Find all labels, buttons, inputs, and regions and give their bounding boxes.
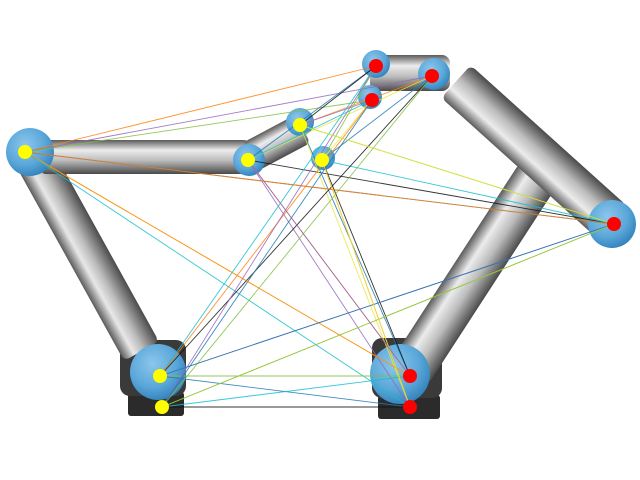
match-line bbox=[159, 223, 615, 377]
keypoints bbox=[18, 59, 621, 414]
match-line bbox=[247, 65, 377, 161]
robot-arm-left bbox=[6, 108, 335, 416]
match-line bbox=[321, 159, 411, 408]
match-line bbox=[159, 65, 377, 377]
match-line bbox=[299, 65, 377, 126]
left-keypoint bbox=[241, 153, 255, 167]
left-upper-link bbox=[40, 140, 250, 174]
match-line bbox=[161, 75, 433, 408]
left-keypoint bbox=[153, 369, 167, 383]
match-line bbox=[24, 65, 377, 153]
match-line bbox=[247, 159, 411, 377]
right-base-cap bbox=[370, 344, 430, 404]
match-line bbox=[321, 99, 373, 161]
match-line bbox=[321, 159, 615, 225]
right-keypoint bbox=[403, 400, 417, 414]
match-line bbox=[161, 375, 411, 408]
keypoint-match-lines bbox=[24, 65, 615, 408]
match-line bbox=[247, 159, 615, 225]
left-keypoint bbox=[315, 153, 329, 167]
left-keypoint bbox=[293, 118, 307, 132]
match-line bbox=[161, 99, 373, 408]
left-keypoint bbox=[155, 400, 169, 414]
left-lower-link bbox=[19, 151, 157, 359]
right-keypoint bbox=[365, 93, 379, 107]
left-keypoint bbox=[18, 145, 32, 159]
right-keypoint bbox=[607, 217, 621, 231]
right-upper-link bbox=[443, 67, 625, 236]
right-keypoint bbox=[425, 69, 439, 83]
match-line bbox=[247, 99, 373, 161]
right-keypoint bbox=[403, 369, 417, 383]
match-line bbox=[299, 124, 411, 408]
match-line bbox=[24, 151, 615, 225]
match-line bbox=[159, 99, 373, 377]
match-line bbox=[161, 223, 615, 408]
match-line bbox=[24, 99, 373, 153]
right-lower-link bbox=[393, 165, 555, 382]
match-line bbox=[159, 75, 433, 377]
match-line bbox=[299, 99, 373, 126]
match-line bbox=[321, 65, 377, 161]
match-line bbox=[299, 124, 411, 377]
robot-arm-right bbox=[358, 50, 636, 419]
right-keypoint bbox=[369, 59, 383, 73]
match-line bbox=[299, 124, 615, 225]
match-line bbox=[24, 75, 433, 153]
match-line bbox=[247, 159, 411, 408]
match-line bbox=[321, 159, 411, 377]
match-line bbox=[24, 151, 411, 377]
match-line bbox=[24, 151, 411, 408]
match-line bbox=[161, 65, 377, 408]
